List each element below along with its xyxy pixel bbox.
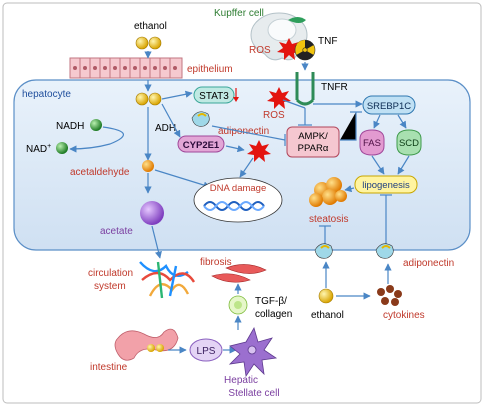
lps-oval — [189, 338, 223, 362]
circulation-system-icon — [139, 261, 196, 299]
cyp-to-ros-arrow — [225, 145, 245, 153]
adiponectin-receptor-steatosis — [314, 243, 333, 259]
adiponectin-bottom-label: adiponectin — [403, 258, 454, 269]
intestine-label: intestine — [90, 362, 128, 373]
dna-helix-icon — [203, 201, 265, 211]
acetaldehyde-molecule — [142, 160, 154, 172]
ampk-label-line2: PPARα — [298, 143, 329, 154]
tnfr-receptor — [295, 72, 315, 106]
ros-mid-label: ROS — [263, 110, 285, 121]
acetate-to-circulation-arrow — [151, 225, 162, 259]
kupffer-label: Kupffer cell — [214, 8, 264, 19]
ethanol-to-cyp-arrow — [161, 103, 181, 138]
dna-damage-ellipse — [193, 177, 283, 223]
ampk-label-line1: AMPK/ — [298, 131, 328, 142]
srebp-to-enzymes-arrows — [371, 114, 410, 175]
ros-burst-cyp — [247, 140, 271, 162]
adiponectin-receptor-mid — [191, 111, 210, 127]
nad-label: NAD+ — [26, 143, 51, 155]
acetaldehyde-to-dna-arrow — [154, 169, 211, 189]
cytokines-label: cytokines — [383, 310, 425, 321]
tnf-trefoil-icon — [294, 39, 316, 61]
epithelium-label: epithelium — [187, 64, 233, 75]
tgf-label-line2: collagen — [255, 309, 292, 320]
ethanol-to-stat3-arrow — [161, 90, 193, 100]
nadh-molecule — [90, 119, 102, 131]
srebp-label: SREBP1C — [367, 101, 411, 112]
steatosis-label: steatosis — [309, 214, 348, 225]
adiponectin-receptor-bottom — [375, 243, 394, 259]
nadh-nad-arrow — [69, 126, 124, 153]
nadh-label: NADH — [56, 121, 84, 132]
ethanol-top-label: ethanol — [134, 21, 167, 32]
fibrosis-label: fibrosis — [200, 257, 232, 268]
stat3-label: STAT3 — [199, 91, 229, 102]
cyp2e1-box — [177, 135, 225, 153]
scd-shape — [396, 129, 422, 156]
ros-burst-mid — [267, 87, 291, 109]
ros-top-label: ROS — [249, 45, 271, 56]
hsc-label-line2: Stellate cell — [228, 388, 279, 399]
tgf-beta-molecule — [228, 295, 248, 315]
hsc-label-line1: Hepatic — [224, 375, 258, 386]
dna-damage-label: DNA damage — [210, 183, 267, 194]
nad-molecule — [56, 142, 68, 154]
ethanol-molecule-bottom — [318, 288, 334, 304]
tnfr-label: TNFR — [321, 82, 348, 93]
fas-shape — [359, 129, 385, 156]
cyp2e1-label: CYP2E1 — [183, 140, 220, 151]
lipogenesis-to-steatosis-arrow — [344, 185, 355, 193]
tgf-label-line1: TGF-β/ — [255, 296, 287, 307]
adh-label: ADH — [155, 123, 176, 134]
ampk-box — [286, 126, 340, 158]
ampk-to-srebp-inhibit — [340, 111, 362, 141]
hepatocyte-label: hepatocyte — [22, 89, 71, 100]
cytokines-icon — [377, 285, 402, 306]
ethanol-bottom-label: ethanol — [311, 310, 344, 321]
fibrosis-fibers-icon — [211, 264, 267, 283]
tnf-label: TNF — [318, 36, 337, 47]
srebp-box — [362, 95, 416, 115]
ros-burst-top — [277, 38, 301, 60]
epithelium-layer — [69, 57, 183, 79]
intestine-icon — [114, 328, 179, 361]
circulation-label-line1: circulation — [88, 268, 133, 279]
acetate-label: acetate — [100, 226, 133, 237]
scd-label: SCD — [399, 138, 419, 149]
lipogenesis-box — [354, 175, 418, 194]
lps-label: LPS — [197, 346, 216, 357]
fas-label: FAS — [363, 138, 381, 149]
acetate-molecule — [140, 201, 164, 225]
ros-to-dna-arrow — [239, 157, 254, 178]
ethanol-molecule-cell — [135, 92, 162, 106]
ethanol-molecule-top — [135, 36, 162, 50]
circulation-label-line2: system — [94, 281, 126, 292]
hepatic-stellate-cell-icon — [228, 326, 278, 378]
acetaldehyde-label: acetaldehyde — [70, 167, 130, 178]
steatosis-fat-cluster — [309, 177, 347, 207]
stat3-box — [193, 86, 235, 104]
ampk-inhibition-lines — [211, 99, 312, 146]
lipogenesis-label: lipogenesis — [362, 180, 410, 191]
